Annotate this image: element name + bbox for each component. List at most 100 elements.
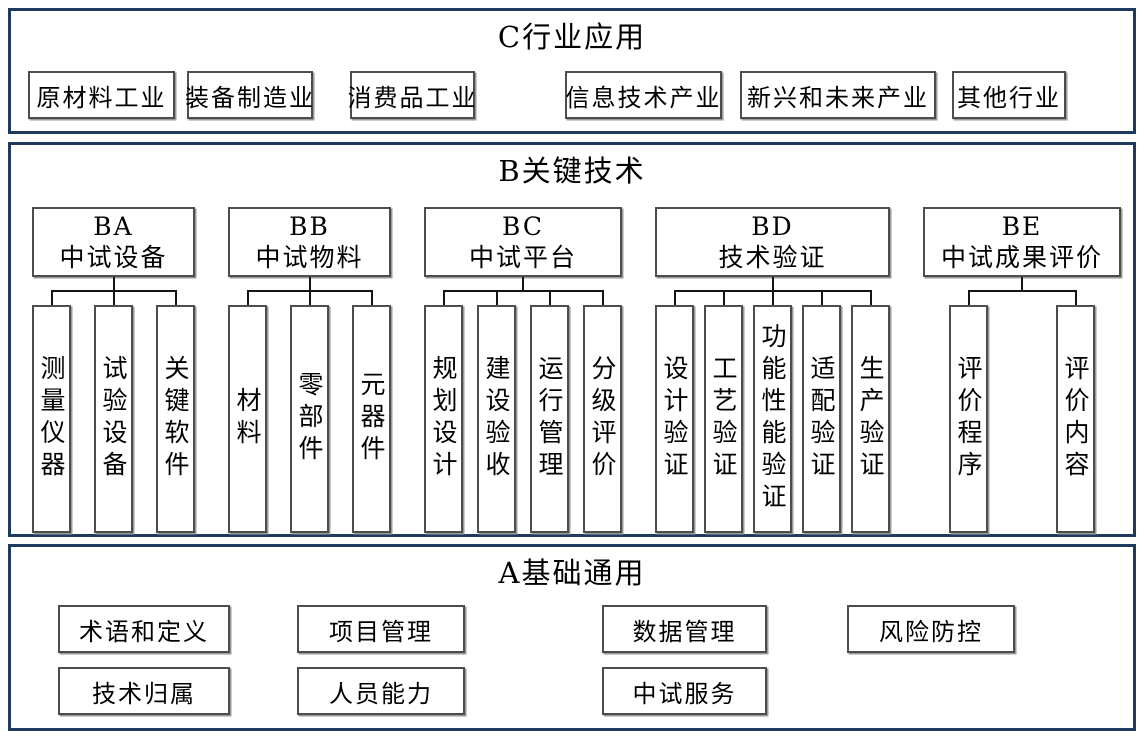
connector-stub [50,292,53,305]
tech-item-label: 元器件 [357,371,386,467]
tech-item-label: 工艺验证 [709,355,738,483]
tech-item-box: 运行管理 [530,305,569,533]
connector-stub-cell [583,292,622,305]
connector-stubs [923,292,1121,305]
connector-stub [967,292,970,305]
connector-stub [246,292,249,305]
connector-stub [308,292,311,305]
connector-trunk [308,277,311,290]
group-name: 中试平台 [468,243,577,272]
industry-box: 其他行业 [952,71,1066,119]
connector-stubs [32,292,195,305]
tech-item-label: 材料 [233,387,262,451]
connector-trunk [112,277,115,290]
tech-item-label: 运行管理 [535,355,564,483]
connector-stub-cell [530,292,569,305]
connector-stub-cell [802,292,841,305]
tech-item-label: 测量仪器 [37,355,66,483]
industry-box: 新兴和未来产业 [740,71,936,119]
connector-stub [370,292,373,305]
group-children-row: 评价程序评价内容 [923,305,1121,533]
basic-box: 技术归属 [58,667,230,715]
tech-item-box: 工艺验证 [704,305,743,533]
tech-item-box: 规划设计 [424,305,463,533]
tech-item-box: 关键软件 [156,305,195,533]
basic-box: 项目管理 [297,605,465,653]
connector-stub [442,292,445,305]
group-name: 中试物料 [255,243,364,272]
basic-box: 风险防控 [847,605,1015,653]
connector-trunk [522,277,524,290]
basic-box: 中试服务 [602,667,767,715]
industry-box: 消费品工业 [348,71,476,119]
connector-bus [246,290,373,292]
connector-stub-cell [949,292,988,305]
connector-trunk [1021,277,1023,290]
industry-box: 信息技术产业 [565,71,722,119]
industry-box: 原材料工业 [28,71,175,119]
connector-stub-cell [424,292,463,305]
group-code: BE [1001,212,1043,241]
connector-bus [442,290,604,292]
group-name: 中试成果评价 [940,243,1103,272]
tech-item-label: 试验设备 [99,355,128,483]
group-code: BB [289,212,330,241]
connector-stub-cell [477,292,516,305]
tech-item-box: 测量仪器 [32,305,71,533]
connector-stub-cell [1056,292,1095,305]
connector-stub-cell [655,292,694,305]
group-children-row: 测量仪器 试验设备 关键软件 [32,305,195,533]
connector-stub [722,292,725,305]
connector-stub-cell [94,292,133,305]
connector-stub-cell [228,292,267,305]
connector-stub-cell [32,292,71,305]
connector-bus [967,290,1077,292]
tech-item-label: 适配验证 [807,355,836,483]
connector-stub [820,292,823,305]
section-basic-general: A基础通用 术语和定义项目管理数据管理风险防控 技术归属人员能力中试服务 [8,544,1136,731]
connector-stub-cell [156,292,195,305]
tech-item-label: 设计验证 [660,355,689,483]
tech-item-label: 评价程序 [954,355,983,483]
basic-box: 数据管理 [602,605,767,653]
connector-stub [1074,292,1077,305]
basic-boxes-row-2: 技术归属人员能力中试服务 [11,667,1133,715]
tech-item-label: 功能性能验证 [758,323,787,515]
connector-stubs [228,292,391,305]
tech-item-box: 评价程序 [949,305,988,533]
tech-item-label: 关键软件 [161,355,190,483]
tech-item-box: 功能性能验证 [753,305,792,533]
basic-box: 术语和定义 [58,605,230,653]
tech-item-box: 试验设备 [94,305,133,533]
connector-stub [112,292,115,305]
connector-stub [548,292,551,305]
connector-stub [601,292,604,305]
connector-bus [673,290,872,292]
tech-item-box: 生产验证 [851,305,890,533]
group-name: 中试设备 [59,243,168,272]
group-code: BD [751,212,794,241]
tech-item-box: 材料 [228,305,267,533]
connector-stub-cell [851,292,890,305]
group-children-row: 规划设计建设验收运行管理分级评价 [424,305,622,533]
tech-item-box: 分级评价 [583,305,622,533]
section-b-title: B关键技术 [498,154,646,188]
tech-item-box: 适配验证 [802,305,841,533]
tech-item-label: 零部件 [295,371,324,467]
connector-stub-cell [753,292,792,305]
connector-stubs [424,292,622,305]
group-code: BC [502,212,544,241]
connector-trunk [771,277,774,290]
tech-item-label: 生产验证 [856,355,885,483]
connector-stub [771,292,774,305]
group-children-row: 设计验证工艺验证功能性能验证适配验证生产验证 [655,305,890,533]
